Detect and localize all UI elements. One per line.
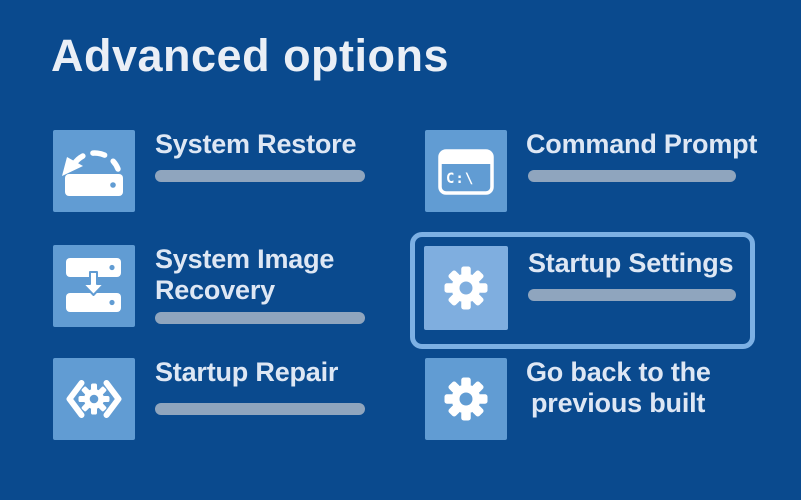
tile-startup-settings[interactable]: Startup Settings bbox=[410, 232, 755, 349]
code-gear-icon bbox=[66, 380, 122, 418]
underline-bar bbox=[528, 170, 736, 182]
terminal-icon: C:\ bbox=[438, 149, 494, 195]
tile-startup-repair[interactable]: Startup Repair bbox=[53, 357, 383, 440]
underline-bar bbox=[528, 289, 736, 301]
underline-bar bbox=[155, 170, 365, 182]
page-title: Advanced options bbox=[51, 30, 450, 81]
tile-label: Go back to the previous built bbox=[526, 357, 711, 418]
gear-icon bbox=[444, 377, 488, 421]
startup-settings-tile-square bbox=[424, 246, 508, 330]
drive-restore-icon bbox=[62, 150, 123, 196]
tile-label: System Restore bbox=[155, 129, 357, 159]
gear-icon bbox=[444, 266, 488, 310]
drives-download-icon bbox=[66, 258, 121, 312]
system-restore-tile-square bbox=[53, 130, 135, 212]
tile-label: System Image Recovery bbox=[155, 244, 335, 305]
terminal-icon-text: C:\ bbox=[446, 171, 474, 187]
tile-system-image-recovery[interactable]: System Image Recovery bbox=[53, 244, 383, 327]
go-back-tile-square bbox=[425, 358, 507, 440]
underline-bar bbox=[155, 403, 365, 415]
tile-label: Startup Repair bbox=[155, 357, 339, 387]
tile-system-restore[interactable]: System Restore bbox=[53, 129, 383, 212]
tile-label: Command Prompt bbox=[526, 129, 758, 159]
tile-command-prompt[interactable]: C:\ Command Prompt bbox=[425, 129, 765, 212]
startup-repair-tile-square bbox=[53, 358, 135, 440]
underline-bar bbox=[155, 312, 365, 324]
system-image-recovery-tile-square bbox=[53, 245, 135, 327]
tile-go-back-previous-build[interactable]: Go back to the previous built bbox=[425, 357, 765, 440]
command-prompt-tile-square: C:\ bbox=[425, 130, 507, 212]
tile-label: Startup Settings bbox=[528, 248, 734, 278]
